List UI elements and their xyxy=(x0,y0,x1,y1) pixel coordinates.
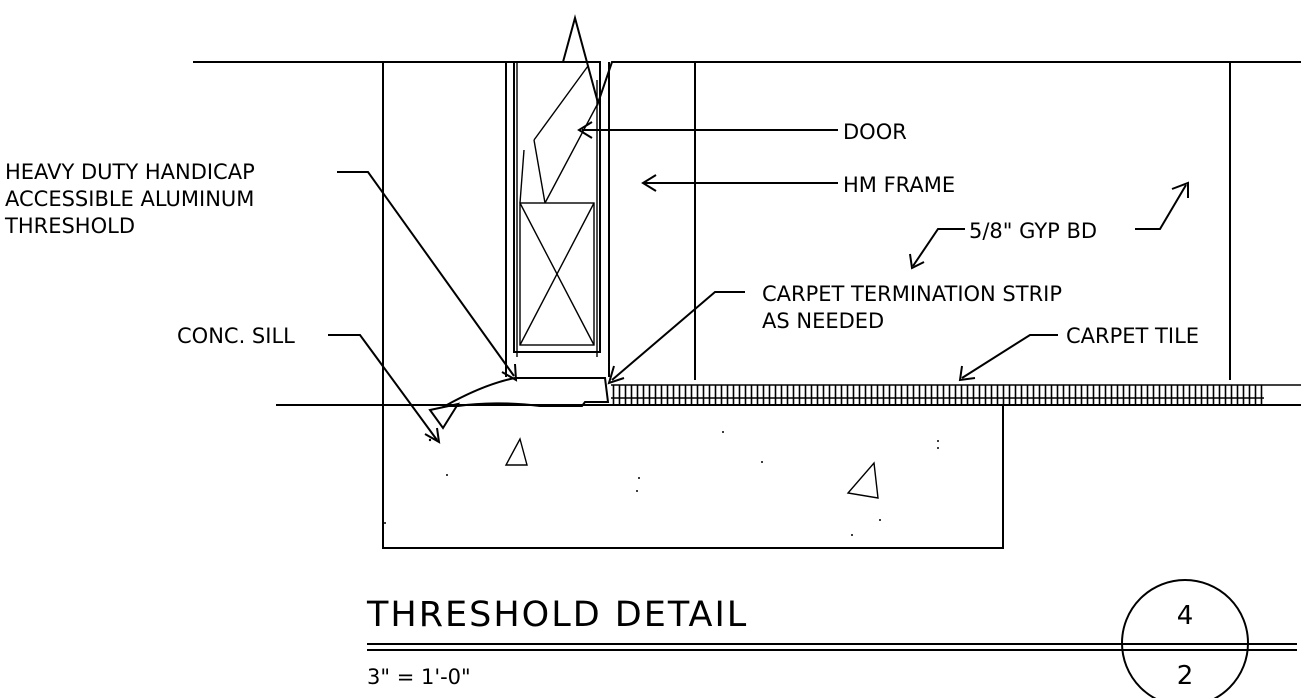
gyp-bd-leader-left xyxy=(909,228,965,270)
termination-strip-leader xyxy=(607,291,745,385)
door-leader xyxy=(577,121,838,139)
gyp-bd-label: 5/8" GYP BD xyxy=(969,219,1097,243)
conc-sill-leader xyxy=(328,334,441,444)
termination-strip-label-line1: CARPET TERMINATION STRIP xyxy=(762,282,1062,306)
aggregate-triangle-2 xyxy=(846,461,879,499)
aggregate-triangle-1 xyxy=(504,437,528,466)
door-break-line-3 xyxy=(544,104,598,204)
hm-frame-leader xyxy=(641,174,838,192)
concrete-sill xyxy=(382,405,1004,549)
door-break-line-4 xyxy=(519,149,525,204)
detail-title: THRESHOLD DETAIL xyxy=(366,595,748,635)
conc-sill-label: CONC. SILL xyxy=(177,324,295,348)
door-break-line-2 xyxy=(533,139,546,204)
door-bottom-rail xyxy=(519,202,595,346)
sheet-number: 2 xyxy=(1177,661,1194,691)
carpet-tile xyxy=(611,385,1264,405)
termination-strip-label-line2: AS NEEDED xyxy=(762,309,884,333)
door-leaf xyxy=(513,61,601,353)
carpet-tile-leader xyxy=(958,334,1058,382)
detail-bubble xyxy=(1121,579,1249,698)
door-label: DOOR xyxy=(843,120,907,144)
detail-scale: 3" = 1'-0" xyxy=(367,665,471,689)
threshold-shape xyxy=(441,377,610,407)
top-wall-line xyxy=(193,14,1301,107)
aggregate-dots xyxy=(384,431,939,536)
hm-frame-label: HM FRAME xyxy=(843,173,955,197)
threshold-label-line2: ACCESSIBLE ALUMINUM xyxy=(5,187,254,211)
gyp-bd-leader-right xyxy=(1135,181,1189,230)
detail-number: 4 xyxy=(1177,601,1194,631)
threshold-shape-tip xyxy=(428,402,461,430)
threshold-label-line1: HEAVY DUTY HANDICAP xyxy=(5,160,255,184)
threshold-leader xyxy=(337,171,518,382)
door-break-line-1 xyxy=(533,65,589,141)
threshold-label-line3: THRESHOLD xyxy=(4,214,135,238)
carpet-tile-label: CARPET TILE xyxy=(1066,324,1199,348)
door-rail-cross-2 xyxy=(519,202,595,346)
